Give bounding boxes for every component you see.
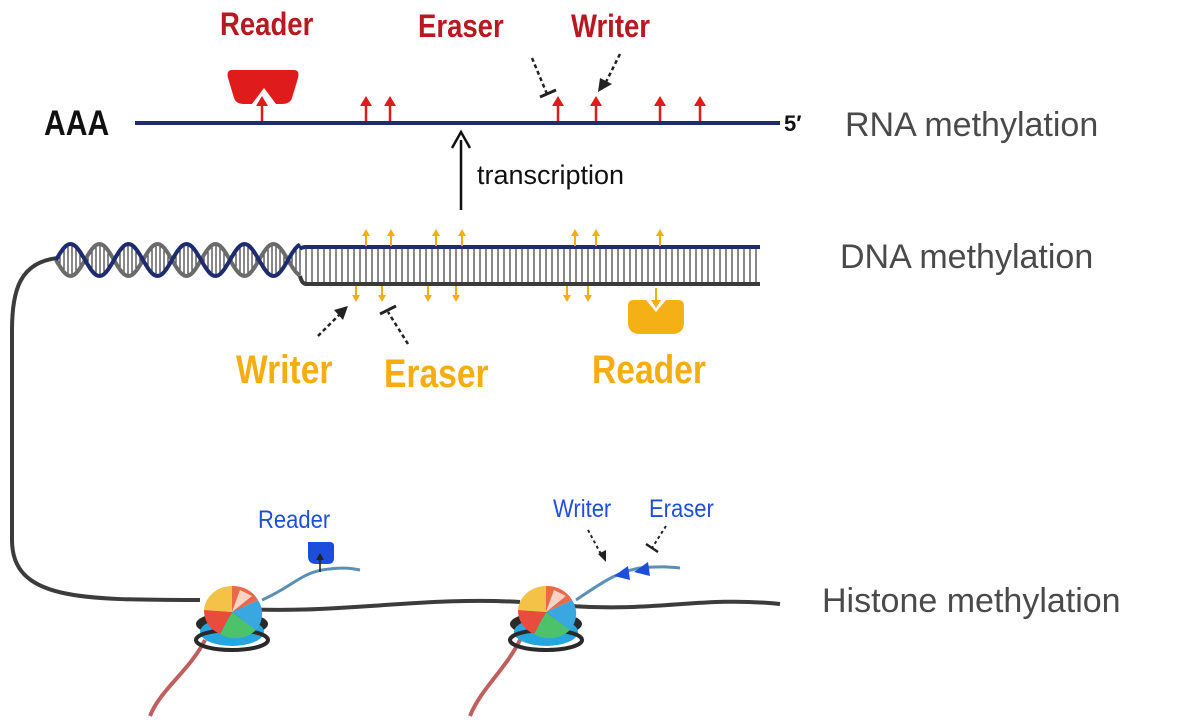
rna-methyl-marks xyxy=(256,96,706,121)
histone-methylation-category: Histone methylation xyxy=(822,582,1121,620)
dna-reader-shape xyxy=(628,300,684,334)
rna-methyl-mark xyxy=(590,96,602,121)
histone-reader-arrow xyxy=(316,553,324,572)
histone-reader-label: Reader xyxy=(258,506,331,534)
dna-bottom-strand xyxy=(298,275,760,286)
rna-writer-label: Writer xyxy=(571,8,651,44)
dna-top-strand xyxy=(298,245,760,251)
rna-5prime-label: 5′ xyxy=(784,111,802,136)
histone-methyl-mark-2 xyxy=(634,562,650,576)
transcription-label: transcription xyxy=(477,160,625,190)
rna-methyl-mark xyxy=(256,96,268,121)
chromatin-fiber xyxy=(10,256,781,612)
dna-methyl-marks xyxy=(352,229,664,302)
histone-eraser-inhibitor xyxy=(645,525,667,554)
dna-methyl-mark-down xyxy=(378,286,386,302)
dna-methyl-mark-up xyxy=(592,229,600,246)
dna-writer-label: Writer xyxy=(236,348,333,392)
nucleosome-2 xyxy=(468,565,681,717)
dna-methyl-mark-down xyxy=(452,286,460,302)
dna-eraser-inhibitor xyxy=(379,304,410,345)
dna-writer-arrow xyxy=(317,306,348,337)
transcription-arrow xyxy=(450,129,472,210)
rna-methylation-category: RNA methylation xyxy=(845,106,1099,144)
dna-methyl-mark-up xyxy=(432,229,440,246)
histone-eraser-label: Eraser xyxy=(649,495,714,523)
rna-polya-label: AAA xyxy=(44,104,110,143)
dna-methyl-mark-up xyxy=(656,229,664,246)
dna-double-helix xyxy=(54,241,760,286)
dna-methyl-mark-down xyxy=(563,286,571,302)
dna-methyl-mark-down xyxy=(584,286,592,302)
dna-methyl-mark-down xyxy=(424,286,432,302)
rna-methyl-mark xyxy=(654,96,666,121)
dna-methyl-mark-up xyxy=(387,229,395,246)
histone-reader-shape xyxy=(308,542,334,564)
histone-writer-label: Writer xyxy=(553,495,612,523)
rna-eraser-label: Eraser xyxy=(418,8,504,44)
rna-reader-shape xyxy=(227,70,299,104)
rna-methyl-mark xyxy=(360,96,372,121)
dna-methyl-mark-up xyxy=(571,229,579,246)
rna-methyl-mark xyxy=(694,96,706,121)
dna-methyl-mark-down xyxy=(352,286,360,302)
histone-writer-arrow xyxy=(587,529,606,562)
dna-methyl-mark-up xyxy=(458,229,466,246)
dna-reader-arrow xyxy=(651,288,661,308)
dna-strand-front xyxy=(54,241,302,279)
rna-methyl-mark xyxy=(384,96,396,121)
dna-methylation-category: DNA methylation xyxy=(840,238,1094,276)
rna-writer-arrow xyxy=(598,53,622,92)
dna-methyl-mark-up xyxy=(362,229,370,246)
dna-reader-label: Reader xyxy=(592,348,706,392)
dna-eraser-label: Eraser xyxy=(384,352,489,396)
nucleosome-1 xyxy=(148,566,361,717)
rna-methyl-mark xyxy=(552,96,564,121)
rna-eraser-inhibitor xyxy=(530,57,557,99)
rna-reader-label: Reader xyxy=(220,6,314,42)
histone-methyl-mark-1 xyxy=(614,566,630,580)
